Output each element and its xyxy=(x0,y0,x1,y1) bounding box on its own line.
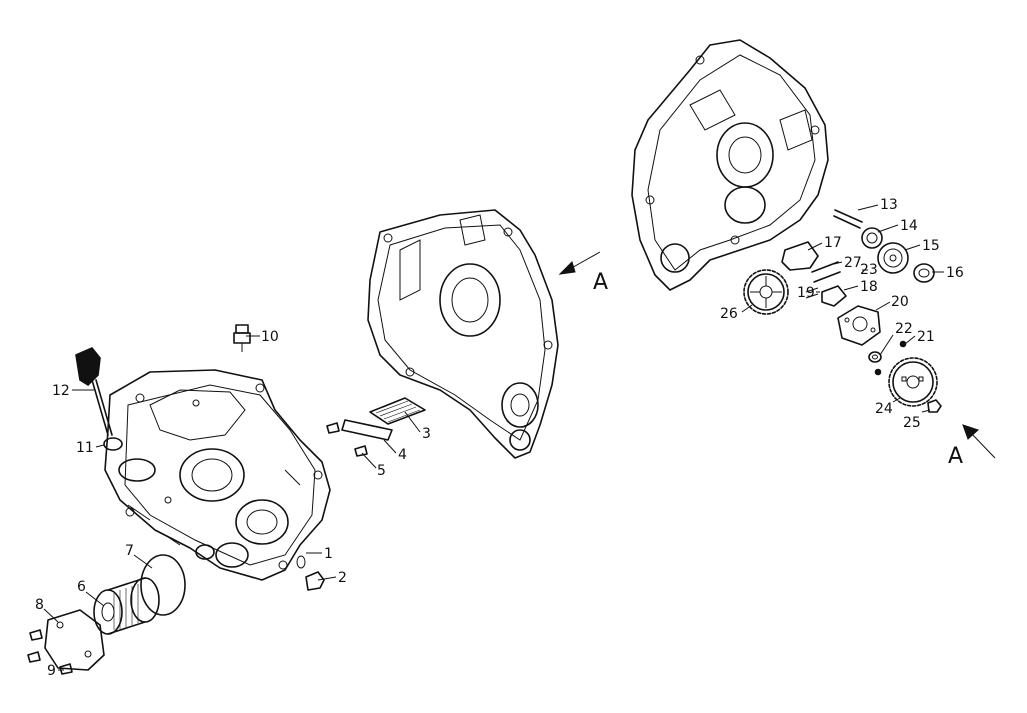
callout-10: 10 xyxy=(261,329,279,345)
callout-5: 5 xyxy=(377,463,386,479)
drive-sprocket-26 xyxy=(743,269,789,315)
oil-pump xyxy=(837,305,881,346)
pump-sprocket-24 xyxy=(888,357,938,407)
callout-4: 4 xyxy=(398,447,407,463)
callout-17: 17 xyxy=(824,235,842,251)
callout-19: 19 xyxy=(797,285,815,301)
callout-22: 22 xyxy=(895,321,913,337)
callout-7: 7 xyxy=(125,543,134,559)
washer-22 xyxy=(868,351,882,363)
small-gear-14 xyxy=(861,227,883,249)
right-crankcase-half xyxy=(631,39,829,291)
drain-plug xyxy=(296,555,325,591)
callout-21: 21 xyxy=(917,329,935,345)
view-label-top: A xyxy=(593,270,608,295)
collar-16 xyxy=(913,263,935,283)
filter-cover xyxy=(44,609,105,671)
breather-fitting xyxy=(233,324,251,352)
callout-24: 24 xyxy=(875,401,893,417)
callout-6: 6 xyxy=(77,579,86,595)
view-arrow-top: A xyxy=(558,251,608,295)
callout-13: 13 xyxy=(880,197,898,213)
nut-21 xyxy=(899,340,907,348)
pump-bracket xyxy=(805,285,847,307)
callout-8: 8 xyxy=(35,597,44,613)
callout-26: 26 xyxy=(720,306,738,322)
oil-filter xyxy=(93,577,160,635)
shaft-13 xyxy=(833,209,863,229)
callout-20: 20 xyxy=(891,294,909,310)
o-ring-11 xyxy=(103,437,123,451)
view-arrow-bottom: A xyxy=(948,424,996,469)
view-label-bottom: A xyxy=(948,444,963,469)
callout-15: 15 xyxy=(922,238,940,254)
dipstick-part xyxy=(75,347,113,436)
callout-2: 2 xyxy=(338,570,347,586)
callout-23: 23 xyxy=(860,262,878,278)
callout-1: 1 xyxy=(324,546,333,562)
callout-labels: 1 2 3 4 5 6 7 8 9 10 11 12 13 14 15 16 1… xyxy=(35,197,964,679)
centre-crankcase-half xyxy=(367,209,559,459)
gear-15 xyxy=(877,242,909,274)
dowel-pins xyxy=(811,261,841,283)
leader-lines xyxy=(43,204,944,671)
callout-9: 9 xyxy=(47,663,56,679)
left-crankcase-half xyxy=(104,369,331,581)
callout-18: 18 xyxy=(860,279,878,295)
bolt-small xyxy=(874,368,882,376)
callout-12: 12 xyxy=(52,383,70,399)
callout-11: 11 xyxy=(76,440,94,456)
strainer-bracket xyxy=(326,419,393,457)
cover-bolts xyxy=(27,629,73,675)
oil-strainer xyxy=(369,397,426,425)
o-ring-7 xyxy=(140,554,186,616)
callout-14: 14 xyxy=(900,218,918,234)
cap-17 xyxy=(781,241,819,271)
callout-27: 27 xyxy=(844,255,862,271)
callout-3: 3 xyxy=(422,426,431,442)
callout-25: 25 xyxy=(903,415,921,431)
callout-16: 16 xyxy=(946,265,964,281)
